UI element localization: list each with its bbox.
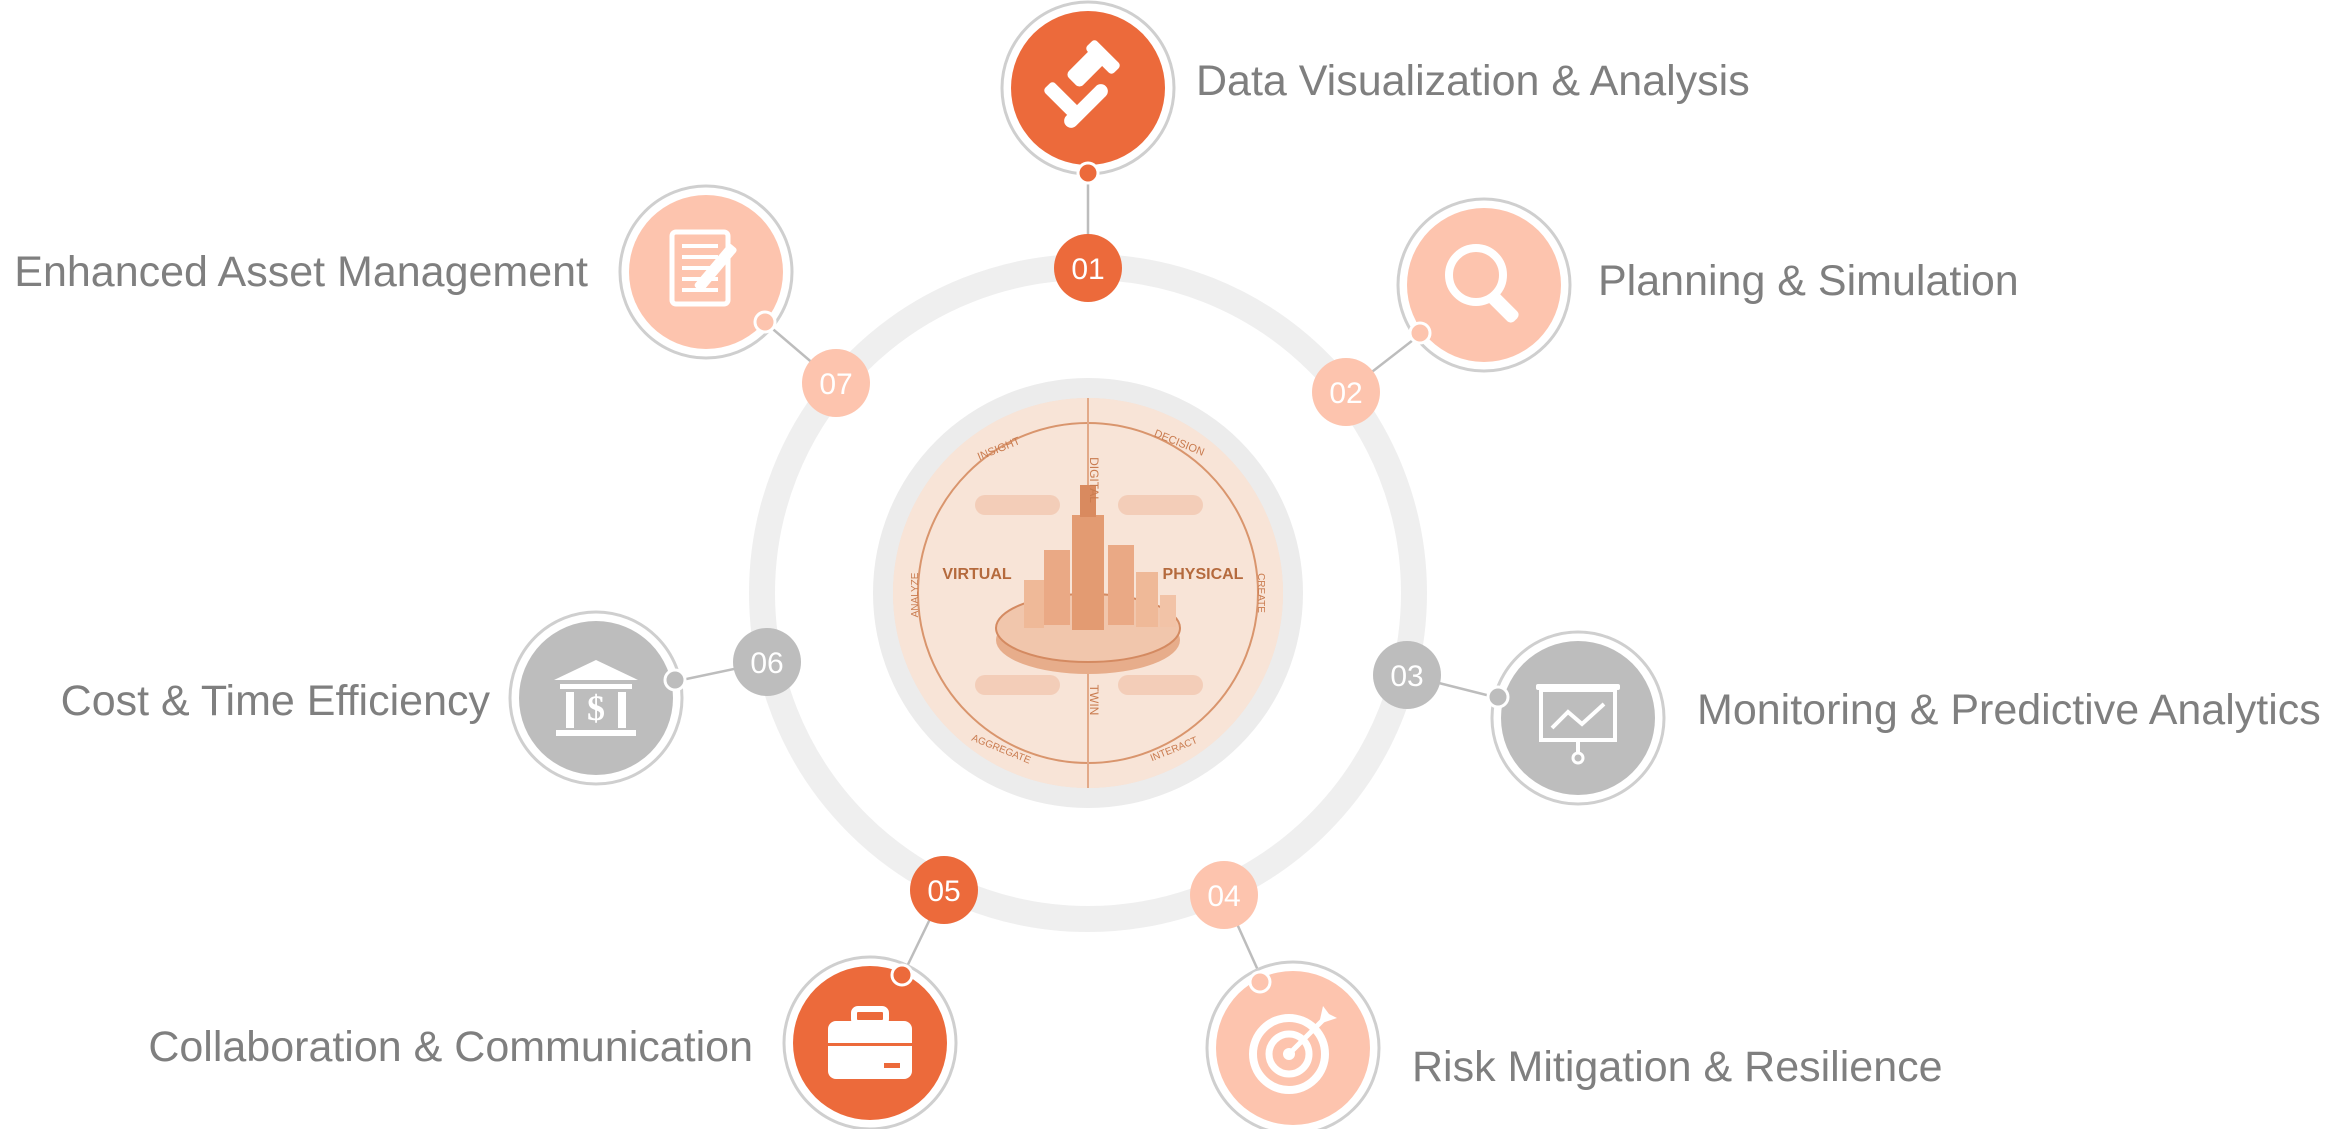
number-text: 04 bbox=[1207, 880, 1240, 913]
number-badge bbox=[1190, 861, 1258, 929]
benefit-item-01: 01 bbox=[1000, 0, 1176, 302]
number-badge bbox=[910, 856, 978, 924]
benefit-item-02: 02 bbox=[1312, 197, 1572, 426]
benefit-label-06: Cost & Time Efficiency bbox=[60, 677, 490, 725]
connector-dot bbox=[1076, 161, 1100, 185]
center-word-virtual: VIRTUAL bbox=[942, 566, 1012, 583]
center-word-create: CREATE bbox=[1255, 573, 1266, 613]
center-word-analyze: ANALYZE bbox=[910, 572, 921, 617]
benefit-label-07: Enhanced Asset Management bbox=[14, 248, 588, 296]
number-text: 01 bbox=[1071, 253, 1104, 286]
benefit-item-04: 04 bbox=[1190, 861, 1381, 1129]
presentation-chart-icon bbox=[1536, 684, 1620, 765]
benefit-label-02: Planning & Simulation bbox=[1598, 257, 2019, 305]
benefit-item-03: 03 bbox=[1373, 630, 1666, 806]
center-word-twin: TWIN bbox=[1087, 685, 1101, 716]
number-badge bbox=[1373, 641, 1441, 709]
number-text: 03 bbox=[1390, 660, 1423, 693]
benefit-label-04: Risk Mitigation & Resilience bbox=[1412, 1043, 1943, 1091]
bank-icon: $ bbox=[554, 660, 638, 736]
benefit-item-07: 07 bbox=[618, 184, 870, 417]
benefit-label-03: Monitoring & Predictive Analytics bbox=[1697, 686, 2321, 734]
benefit-item-06: 06 $ bbox=[508, 610, 801, 786]
benefit-label-05: Collaboration & Communication bbox=[148, 1023, 753, 1071]
number-text: 06 bbox=[750, 647, 783, 680]
benefit-label-01: Data Visualization & Analysis bbox=[1196, 57, 1750, 105]
benefit-item-05: 05 bbox=[782, 856, 978, 1129]
center-word-digital: DIGITAL bbox=[1087, 457, 1101, 503]
number-badge bbox=[1312, 358, 1380, 426]
target-icon bbox=[1249, 1006, 1337, 1094]
icon-circle bbox=[1011, 11, 1165, 165]
document-pen-icon bbox=[669, 229, 737, 307]
center-word-physical: PHYSICAL bbox=[1163, 566, 1244, 583]
svg-text:$: $ bbox=[587, 688, 605, 728]
number-badge bbox=[1054, 234, 1122, 302]
number-text: 02 bbox=[1329, 377, 1362, 410]
connector-dot bbox=[753, 310, 777, 334]
icon-circle bbox=[1407, 208, 1561, 362]
briefcase-icon bbox=[828, 1006, 912, 1079]
number-text: 07 bbox=[819, 368, 852, 401]
connector-dot bbox=[1408, 321, 1432, 345]
icon-circle bbox=[519, 621, 673, 775]
magnifier-icon bbox=[1445, 244, 1519, 323]
number-badge bbox=[733, 628, 801, 696]
connector-dot bbox=[1248, 970, 1272, 994]
number-badge bbox=[802, 349, 870, 417]
gavel-icon bbox=[1044, 40, 1120, 128]
number-text: 05 bbox=[927, 875, 960, 908]
connector-dot bbox=[663, 668, 687, 692]
connector-dot bbox=[890, 963, 914, 987]
connector-dot bbox=[1486, 685, 1510, 709]
center-illustration: INSIGHT DECISION DIGITAL VIRTUAL PHYSICA… bbox=[873, 378, 1303, 808]
